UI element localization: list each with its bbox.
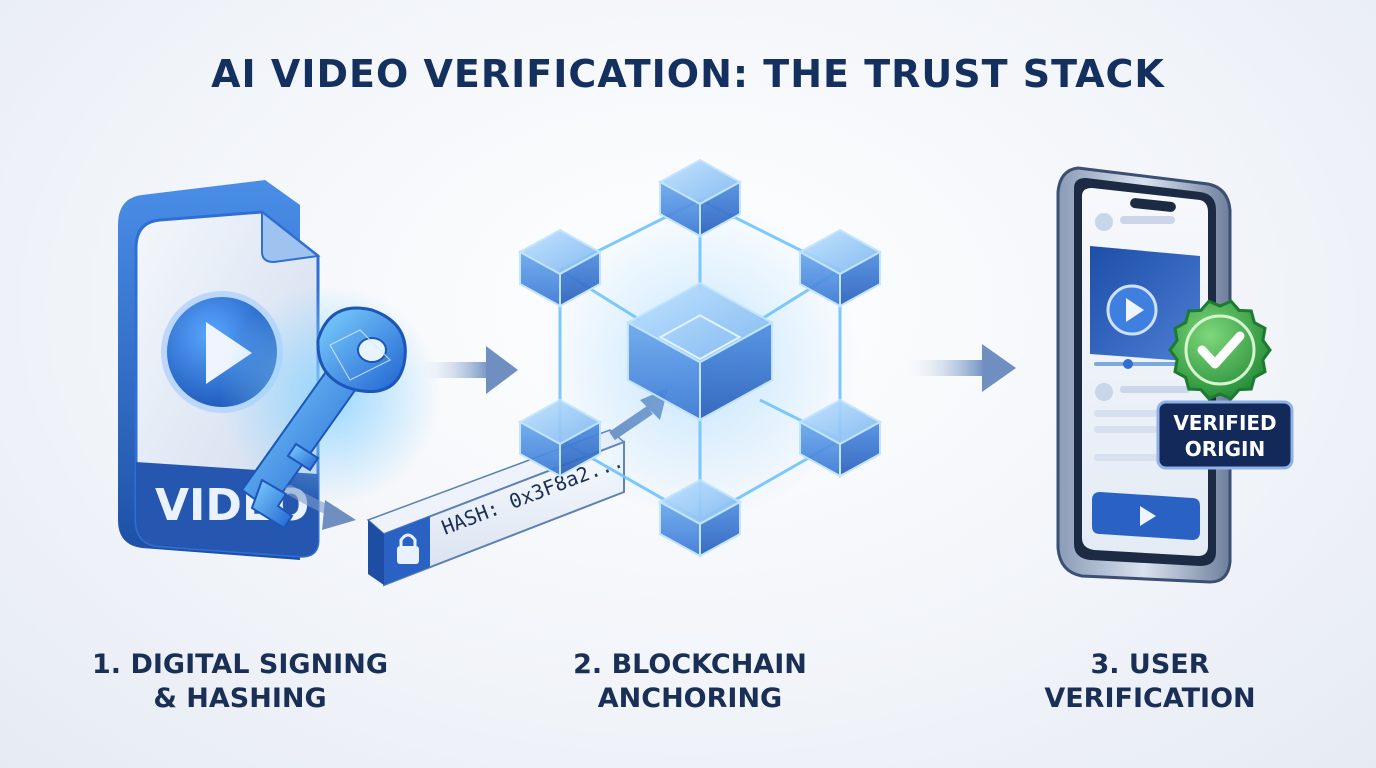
checkmark-icon (1197, 331, 1245, 369)
block-cube-top (657, 158, 743, 238)
step-1-line-1: 1. DIGITAL SIGNING (92, 649, 388, 680)
smartphone (1056, 166, 1232, 584)
arrow-step1-to-step2 (418, 346, 518, 394)
badge-line-1: VERIFIED (1173, 411, 1276, 435)
step-1-line-2: & HASHING (153, 683, 327, 714)
block-cubes (517, 158, 883, 558)
step-2-line-1: 2. BLOCKCHAIN (573, 649, 807, 680)
step-1-caption: 1. DIGITAL SIGNING & HASHING (40, 648, 440, 716)
verified-seal-icon (1168, 299, 1272, 401)
arrow-to-hash (285, 485, 356, 530)
block-cube-lower-left (517, 398, 603, 478)
step-2-caption: 2. BLOCKCHAIN ANCHORING (490, 648, 890, 716)
step-3-line-2: VERIFICATION (1044, 683, 1256, 714)
step-3-caption: 3. USER VERIFICATION (950, 648, 1350, 716)
block-cube-central (625, 281, 775, 422)
block-cube-upper-left (517, 228, 603, 308)
diagram-title: AI VIDEO VERIFICATION: THE TRUST STACK (211, 52, 1165, 96)
block-cube-bottom (657, 478, 743, 558)
block-cube-upper-right (797, 228, 883, 308)
step-2-line-2: ANCHORING (597, 683, 783, 714)
block-cube-lower-right (797, 398, 883, 478)
arrow-step2-to-step3 (905, 344, 1016, 392)
verified-origin-badge: VERIFIED ORIGIN (1156, 400, 1294, 470)
crystal-key-icon (220, 285, 440, 530)
badge-line-2: ORIGIN (1185, 437, 1265, 461)
lock-icon (397, 533, 419, 564)
step-3-line-1: 3. USER (1090, 649, 1210, 680)
